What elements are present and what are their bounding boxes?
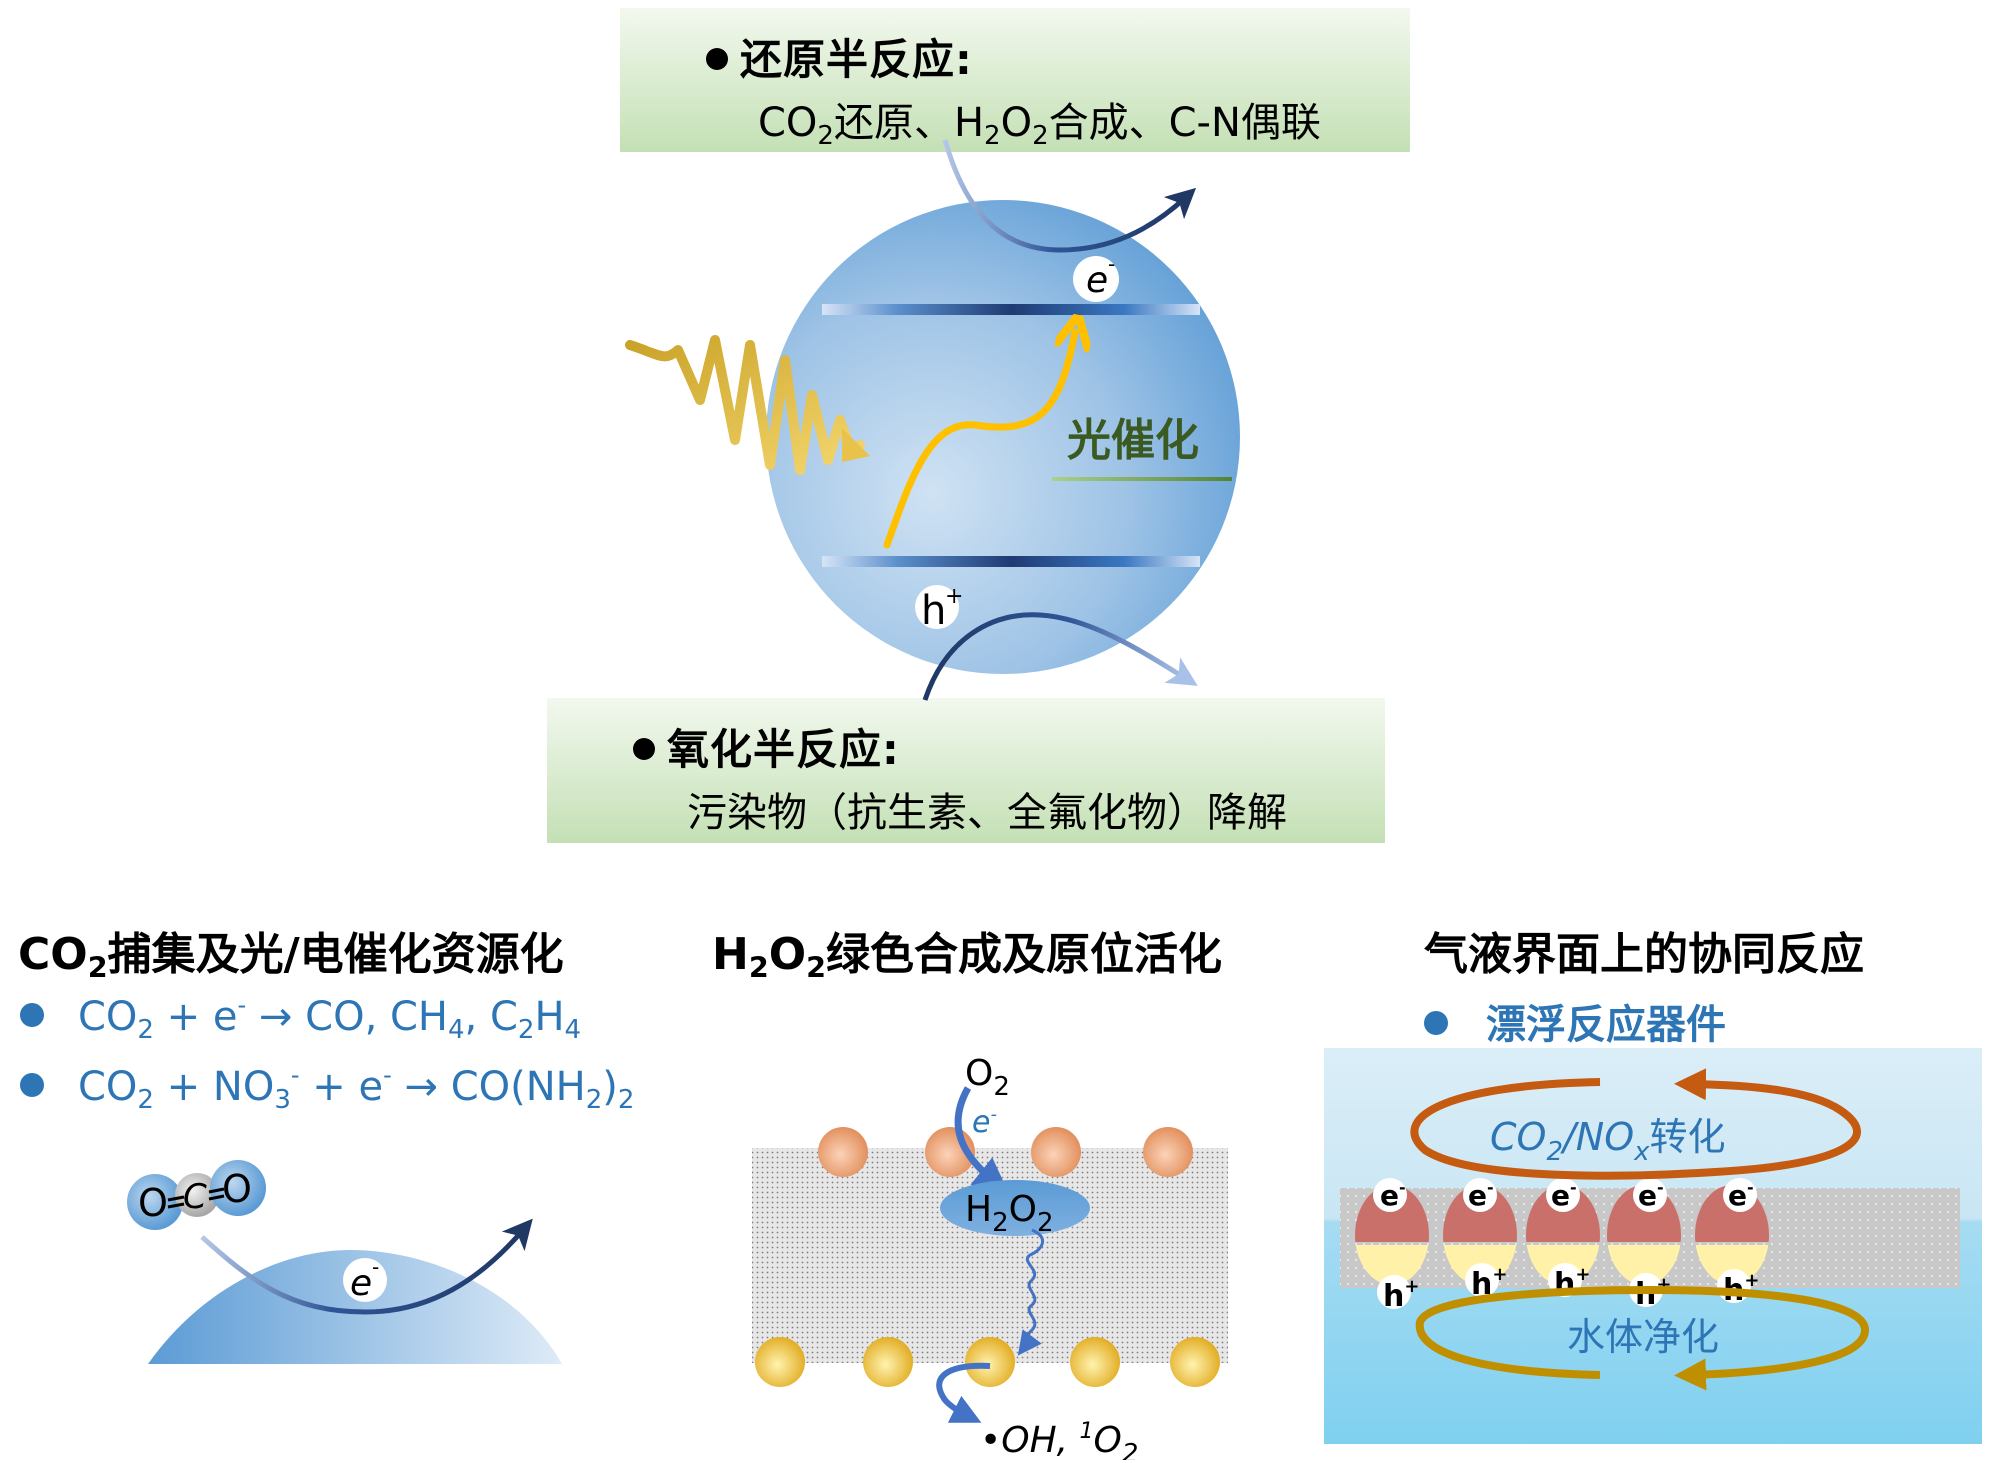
water-purification-cycle (1415, 1285, 1870, 1391)
light-arrowhead (842, 428, 870, 462)
catalyst-ball-bottom (1170, 1337, 1220, 1387)
co2-equation-1: CO2 + e- → CO, CH4, C2H4 (20, 993, 581, 1043)
hole-label: h+ (1383, 1276, 1419, 1314)
catalyst-ball-top (1031, 1127, 1081, 1177)
semiconductor-sphere (766, 200, 1240, 674)
light-wave-icon (625, 335, 865, 475)
conduction-band (822, 304, 1200, 315)
bullet-icon (20, 1073, 44, 1097)
oxidation-half-reaction-box: 氧化半反应: 污染物（抗生素、全氟化物）降解 (547, 698, 1385, 843)
electron-badge: e - (1073, 252, 1119, 302)
co2-nox-conversion-cycle (1410, 1068, 1861, 1180)
h2o2-ellipse (940, 1180, 1090, 1236)
upper-cycle-label: CO2/NOx转化 (1490, 1115, 1726, 1167)
bullet-icon (20, 1003, 44, 1027)
electron-label: e- (972, 1104, 997, 1140)
svg-text:h: h (921, 588, 946, 634)
bullet-icon (706, 47, 728, 70)
electron-transfer-arrow (200, 1218, 533, 1315)
h2o2-label: H2O2 (965, 1189, 1054, 1238)
h2o2-panel-title: H2O2绿色合成及原位活化 (712, 929, 1223, 985)
oxidation-text: 污染物（抗生素、全氟化物）降解 (687, 790, 1287, 836)
reduction-title: 还原半反应: (706, 26, 973, 87)
photocatalysis-diagram: e - h + 光催化 (625, 139, 1240, 701)
oxidation-title: 氧化半反应: (633, 716, 900, 777)
products-label: •OH, 1O2 (980, 1419, 1138, 1460)
svg-text:+: + (945, 584, 963, 609)
catalyst-ball-top (818, 1127, 868, 1177)
co2-panel-title: CO2捕集及光/电催化资源化 (18, 929, 564, 985)
diffusion-wavy-arrow (1017, 1228, 1044, 1356)
photocatalyst-particle: e-h+ (1695, 1178, 1769, 1308)
reduction-title-text: 还原半反应: (740, 35, 973, 84)
reduction-half-reaction-box: 还原半反应: CO2还原、H2O2合成、C-N偶联 (620, 8, 1410, 152)
catalyst-ball-top (1143, 1127, 1193, 1177)
interface-panel-title: 气液界面上的协同反应 (1424, 929, 1864, 980)
catalyst-ball-bottom (863, 1337, 913, 1387)
co2-reduction-diagram: O C O e - (127, 1160, 562, 1364)
co2-molecule-icon: O C O (127, 1160, 266, 1230)
lower-cycle-label: 水体净化 (1567, 1315, 1719, 1359)
h2o2-synthesis-diagram: O2 e- H2O2 •OH, 1O2 (752, 1053, 1228, 1460)
bullet-icon (633, 737, 655, 760)
catalyst-ball-bottom (755, 1337, 805, 1387)
svg-text:C: C (183, 1177, 207, 1217)
svg-text:e: e (1086, 260, 1108, 301)
catalyst-ball-bottom (965, 1337, 1015, 1387)
activation-arrow (936, 1362, 991, 1423)
photocatalysis-label: 光催化 (1067, 415, 1199, 466)
hole-badge: h + (915, 584, 963, 634)
electron-label: e- (1380, 1178, 1406, 1212)
bullet-icon (1424, 1011, 1448, 1035)
floating-reactor-bullet: 漂浮反应器件 (1424, 992, 1726, 1050)
excitation-arrow (883, 332, 1075, 549)
svg-text:O: O (222, 1167, 252, 1211)
bottom-catalyst-particles (755, 1337, 1220, 1387)
valence-band (822, 556, 1200, 567)
co2-equation-2: CO2 + NO3- + e- → CO(NH2)2 (20, 1063, 634, 1113)
svg-text:-: - (372, 1255, 379, 1279)
svg-text:O: O (138, 1181, 168, 1225)
electron-transfer-arrow (942, 139, 1197, 253)
hole-transfer-arrow (922, 612, 1198, 701)
floating-reactor-diagram: e-h+e-h+e-h+e-h+e-h+ CO2/NOx转化 水体净化 (1324, 1048, 1982, 1444)
svg-text:e: e (350, 1263, 372, 1304)
label-underline (1052, 477, 1232, 481)
svg-text:-: - (1108, 252, 1115, 276)
catalyst-ball-bottom (1070, 1337, 1120, 1387)
reduction-items: CO2还原、H2O2合成、C-N偶联 (758, 100, 1321, 151)
oxidation-title-text: 氧化半反应: (667, 725, 900, 774)
o2-label: O2 (965, 1053, 1010, 1102)
oxygen-reduction-arrow (954, 1086, 1009, 1193)
electron-badge: e - (343, 1255, 387, 1304)
